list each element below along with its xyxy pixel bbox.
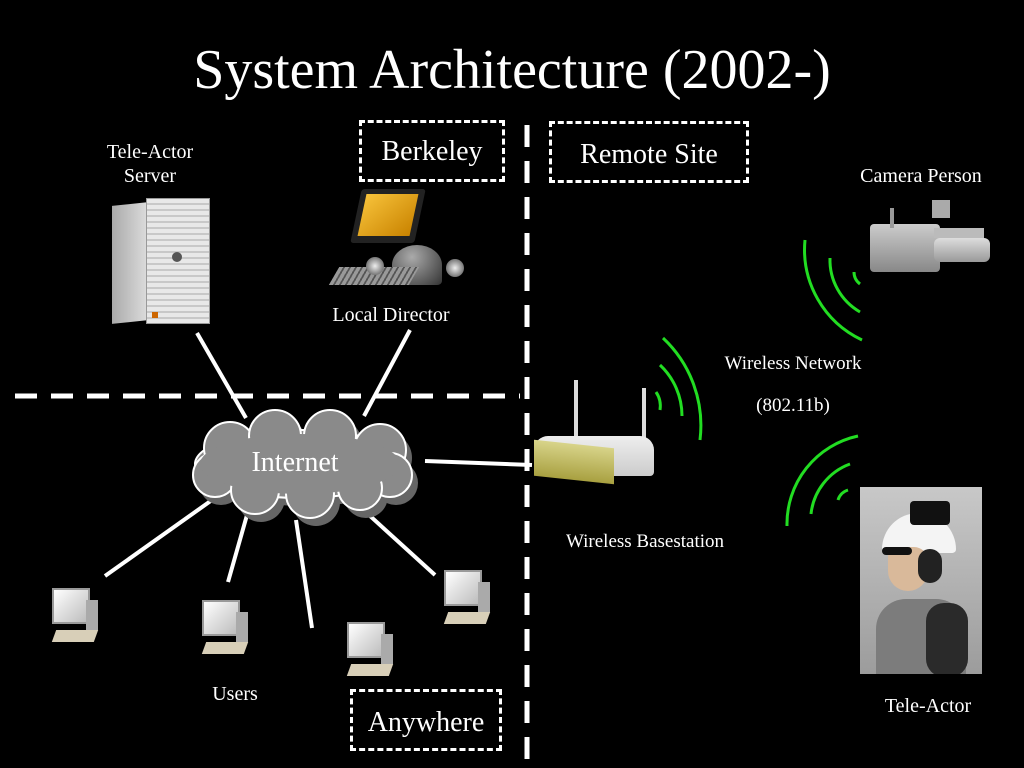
internet-label: Internet xyxy=(251,447,339,478)
user-pc-icon xyxy=(345,622,411,680)
server-tower-icon xyxy=(112,198,210,324)
region-remote-site: Remote Site xyxy=(549,121,749,183)
region-berkeley: Berkeley xyxy=(359,120,505,182)
server-label-line1: Tele-Actor xyxy=(106,141,194,163)
video-camera-icon xyxy=(870,198,995,276)
basestation-label: Wireless Basestation xyxy=(565,531,725,552)
wireless-signal-icon xyxy=(654,336,703,441)
region-anywhere: Anywhere xyxy=(350,689,502,751)
camera-person-label: Camera Person xyxy=(860,165,982,187)
server-label: Tele-Actor Server xyxy=(80,140,220,188)
wireless-network-standard: (802.11b) xyxy=(756,395,830,416)
person-photo-icon xyxy=(860,487,982,674)
slide-title: System Architecture (2002-) xyxy=(193,39,831,101)
link-internet-user1 xyxy=(103,498,214,578)
desktop-computer-icon xyxy=(328,185,470,297)
link-internet-user2 xyxy=(226,514,249,583)
wireless-network-label: Wireless Network xyxy=(724,353,862,374)
link-server-internet xyxy=(195,332,248,419)
tele-actor-label: Tele-Actor xyxy=(884,695,972,717)
link-director-internet xyxy=(362,329,412,417)
user-pc-icon xyxy=(442,570,508,628)
link-internet-user3 xyxy=(294,519,314,629)
link-internet-basestation xyxy=(424,459,533,467)
wireless-signal-camera-icon xyxy=(803,239,863,342)
users-label: Users xyxy=(212,683,258,705)
local-director-label: Local Director xyxy=(332,304,450,326)
user-pc-icon xyxy=(50,588,116,646)
user-pc-icon xyxy=(200,600,266,658)
cloud-icon xyxy=(192,409,418,526)
wireless-router-icon xyxy=(530,380,660,485)
server-label-line2: Server xyxy=(123,165,177,187)
wireless-signal-actor-icon xyxy=(785,434,859,527)
